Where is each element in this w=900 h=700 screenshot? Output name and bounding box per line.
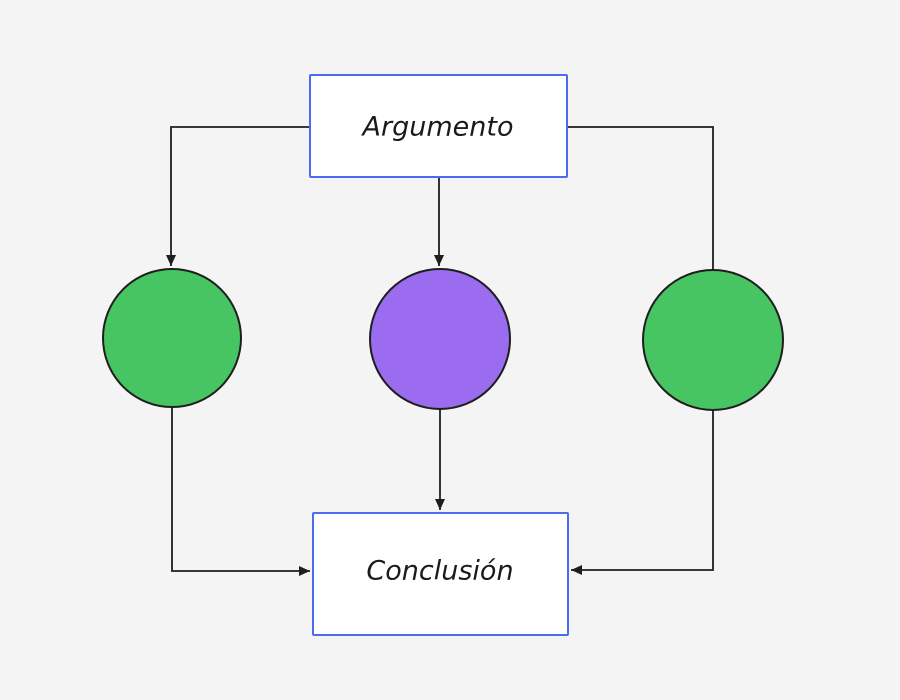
left-green-circle[interactable] [102,268,242,408]
center-purple-circle[interactable] [369,268,511,410]
argumento-label: Argumento [361,112,514,143]
conclusion-label: Conclusión [366,556,513,587]
connector-argumento-to-right-circle[interactable] [567,126,714,270]
connector-right-circle-to-conclusion[interactable] [571,410,714,575]
conclusion-box[interactable] [312,512,569,636]
right-green-circle[interactable] [642,269,784,411]
argumento-box[interactable] [309,74,568,178]
connector-left-circle-to-conclusion[interactable] [171,407,310,576]
connector-argumento-to-left-circle[interactable] [166,126,310,266]
